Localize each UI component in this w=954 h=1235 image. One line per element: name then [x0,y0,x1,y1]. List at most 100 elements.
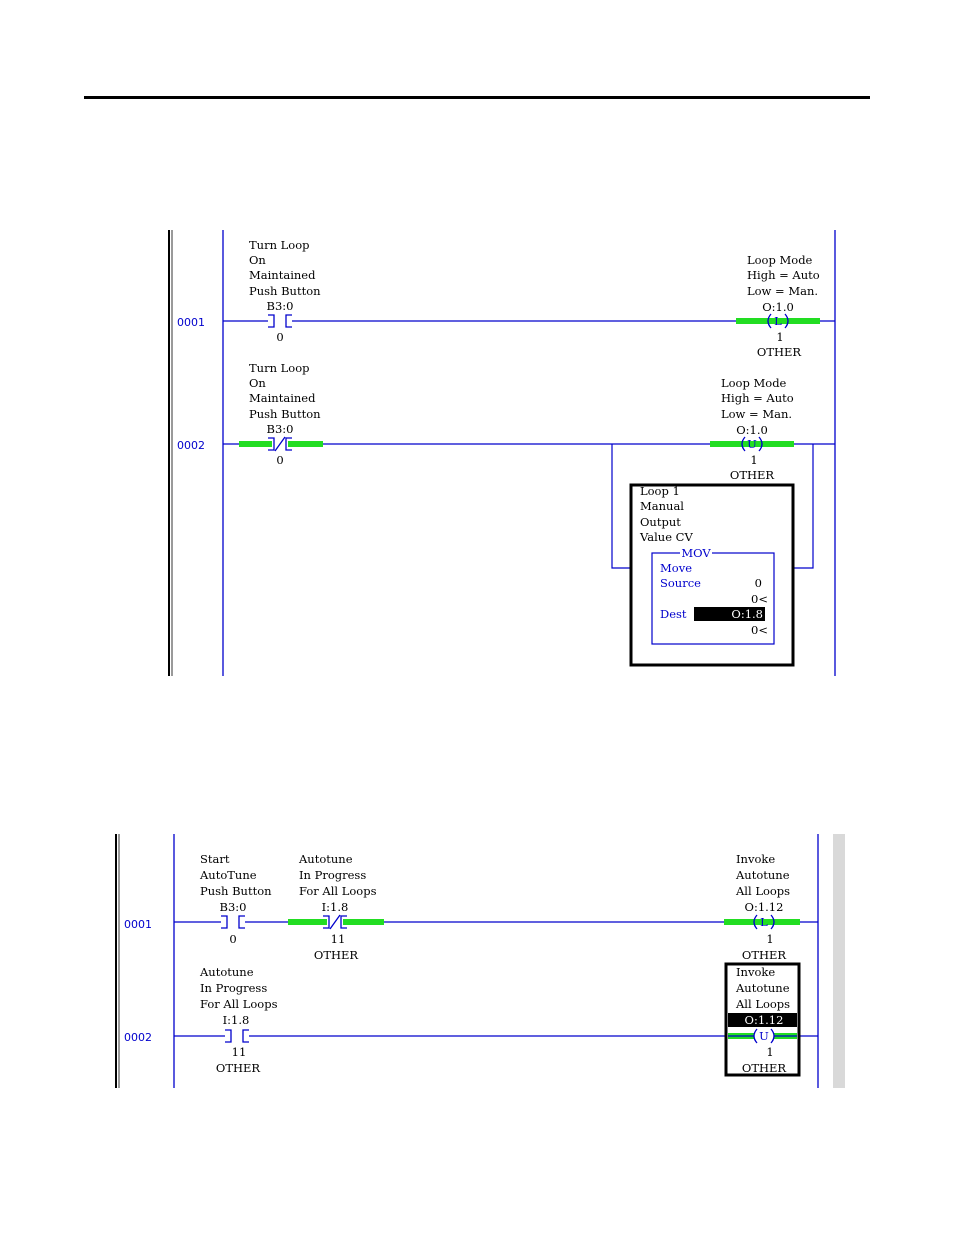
otl-coil[interactable]: Invoke Autotune All Loops O:1.12 L 1 OTH… [724,852,800,962]
source-value-sub: 0< [751,592,768,606]
coil-desc-line: Low = Man. [721,407,792,421]
contact-desc-line: In Progress [299,868,366,882]
xic-contact[interactable]: Start AutoTune Push Button B3:0 0 [199,852,272,946]
mov-desc-line: Value CV [639,530,693,544]
otl-coil[interactable]: Loop Mode High = Auto Low = Man. O:1.0 L… [736,253,820,359]
contact-module: OTHER [314,948,359,962]
coil-bit: 1 [766,1045,773,1059]
contact-bit: 11 [232,1045,247,1059]
coil-desc-line: High = Auto [747,268,820,282]
coil-desc-line: Autotune [735,981,790,995]
contact-address: I:1.8 [223,1013,250,1027]
otu-coil[interactable]: Loop Mode High = Auto Low = Man. O:1.0 U… [710,376,794,482]
mov-desc-line: Output [640,515,681,529]
coil-bit: 1 [766,932,773,946]
mov-desc-line: Loop 1 [640,484,680,498]
contact-desc-line: Maintained [249,268,316,282]
rung-number: 0001 [124,918,152,931]
coil-symbol: U [747,437,757,451]
source-value: 0 [755,576,762,590]
contact-desc-line: On [249,376,266,390]
ladder-diagram-2: 0001 Start AutoTune Push Button B3:0 0 A… [115,834,845,1088]
contact-address: I:1.8 [322,900,349,914]
contact-desc-line: In Progress [200,981,267,995]
contact-desc-line: Turn Loop [249,238,309,252]
coil-desc-line: Invoke [736,965,775,979]
xio-contact[interactable]: Autotune In Progress For All Loops I:1.8… [288,852,384,962]
left-margin-bar [168,230,170,676]
rung-0001[interactable]: 0001 Start AutoTune Push Button B3:0 0 A… [124,852,818,962]
coil-desc-line: High = Auto [721,391,794,405]
contact-bit: 0 [229,932,236,946]
coil-symbol: U [759,1029,769,1043]
mov-instruction[interactable]: Loop 1 Manual Output Value CV MOV Move S… [629,483,795,667]
ladder-diagram-1: 0001 Turn Loop On Maintained Push Button… [168,230,836,676]
coil-module: OTHER [742,948,787,962]
contact-address: B3:0 [220,900,247,914]
coil-desc-line: All Loops [735,884,790,898]
contact-desc-line: Push Button [249,284,321,298]
address-highlight [728,1013,797,1027]
contact-module: OTHER [216,1061,261,1075]
coil-desc-line: Loop Mode [721,376,787,390]
rung-0002[interactable]: 0002 Turn Loop On Maintained Push Button… [177,361,835,667]
dest-value-sub: 0< [751,623,768,637]
contact-address: B3:0 [267,299,294,313]
mov-block [651,552,775,645]
coil-symbol: L [760,915,768,929]
rung-0001[interactable]: 0001 Turn Loop On Maintained Push Button… [177,238,835,359]
rung-0002[interactable]: 0002 Autotune In Progress For All Loops … [124,962,818,1077]
selection-box [629,483,795,667]
coil-symbol: L [774,314,782,328]
mov-label: Move [660,561,692,575]
contact-bit: 0 [276,453,283,467]
contact-bit: 0 [276,330,283,344]
rung-number: 0002 [124,1031,152,1044]
contact-desc-line: For All Loops [200,997,278,1011]
header-rule [84,96,870,99]
left-margin-shade [171,230,173,676]
contact-desc-line: Autotune [298,852,353,866]
coil-desc-line: Loop Mode [747,253,813,267]
vertical-scrollbar[interactable] [833,834,845,1088]
coil-address: O:1.12 [745,900,784,914]
contact-desc-line: Push Button [249,407,321,421]
dest-value[interactable]: O:1.8 [731,607,763,621]
contact-desc-line: On [249,253,266,267]
contact-desc-line: Push Button [200,884,272,898]
coil-module: OTHER [730,468,775,482]
dest-value-highlight [694,607,765,621]
contact-desc-line: Turn Loop [249,361,309,375]
coil-address: O:1.0 [736,423,768,437]
rung-number: 0001 [177,316,205,329]
xic-contact[interactable]: Turn Loop On Maintained Push Button B3:0… [249,238,321,344]
coil-bit: 1 [750,453,757,467]
left-margin-shade [118,834,120,1088]
energized-highlight [724,919,800,925]
contact-desc-line: Start [200,852,230,866]
contact-desc-line: AutoTune [199,868,257,882]
contact-address: B3:0 [267,422,294,436]
contact-desc-line: Maintained [249,391,316,405]
energized-highlight [710,441,794,447]
coil-address: O:1.0 [762,300,794,314]
coil-module: OTHER [742,1061,787,1075]
coil-desc-line: All Loops [735,997,790,1011]
xic-contact[interactable]: Autotune In Progress For All Loops I:1.8… [199,965,278,1075]
left-margin-bar [115,834,117,1088]
coil-module: OTHER [757,345,802,359]
source-label: Source [660,576,701,590]
mov-title: MOV [681,546,711,560]
coil-desc-line: Low = Man. [747,284,818,298]
coil-desc-line: Invoke [736,852,775,866]
contact-desc-line: Autotune [199,965,254,979]
contact-desc-line: For All Loops [299,884,377,898]
xio-contact[interactable]: Turn Loop On Maintained Push Button B3:0… [249,361,321,467]
mov-desc-line: Manual [640,499,684,513]
coil-address[interactable]: O:1.12 [745,1013,784,1027]
contact-bit: 11 [331,932,346,946]
otu-coil[interactable]: Invoke Autotune All Loops O:1.12 U 1 OTH… [724,962,801,1077]
rung-number: 0002 [177,439,205,452]
coil-bit: 1 [776,330,783,344]
